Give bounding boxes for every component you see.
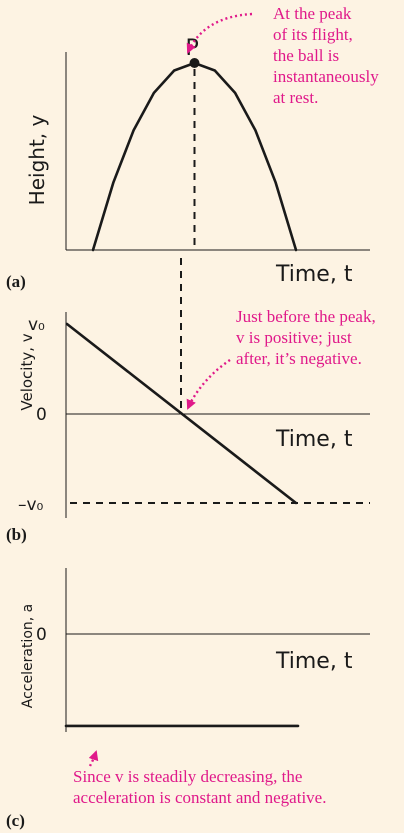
panel-b-tick-v0: v₀ bbox=[28, 315, 45, 335]
panel-a-height-curve bbox=[91, 61, 298, 252]
panel-b-xlabel: Time, t bbox=[275, 427, 353, 452]
panel-a-annotation-arrow bbox=[186, 12, 253, 54]
panel-c-ylabel: Acceleration, a bbox=[20, 604, 36, 708]
panel-a-xlabel: Time, t bbox=[275, 262, 353, 287]
panel-c-label: (c) bbox=[6, 811, 25, 830]
panel-b-velocity-line bbox=[65, 322, 298, 505]
peak-point-label: P bbox=[186, 36, 199, 61]
panel-a-ylabel: Height, y bbox=[25, 115, 49, 206]
panel-b-label: (b) bbox=[6, 525, 27, 544]
peak-point-marker bbox=[189, 58, 200, 68]
panel-b-annotation: Just before the peak,v is positive; just… bbox=[236, 307, 376, 368]
panel-b-annotation-arrow bbox=[186, 359, 231, 410]
panel-c-annotation-arrow bbox=[88, 750, 99, 767]
panel-b-ylabel: Velocity, v bbox=[18, 333, 36, 410]
panel-a-label: (a) bbox=[6, 272, 26, 291]
panel-b-tick-neg-v0: –v₀ bbox=[18, 495, 44, 515]
panel-b-tick-zero: 0 bbox=[36, 405, 47, 425]
panel-c: 0 Acceleration, a Time, t (c) Since v is… bbox=[6, 568, 370, 830]
panel-c-xlabel: Time, t bbox=[275, 649, 353, 674]
panel-c-tick-zero: 0 bbox=[36, 625, 47, 645]
panel-b: v₀ 0 –v₀ Velocity, v Time, t (b) Just be… bbox=[6, 258, 376, 544]
